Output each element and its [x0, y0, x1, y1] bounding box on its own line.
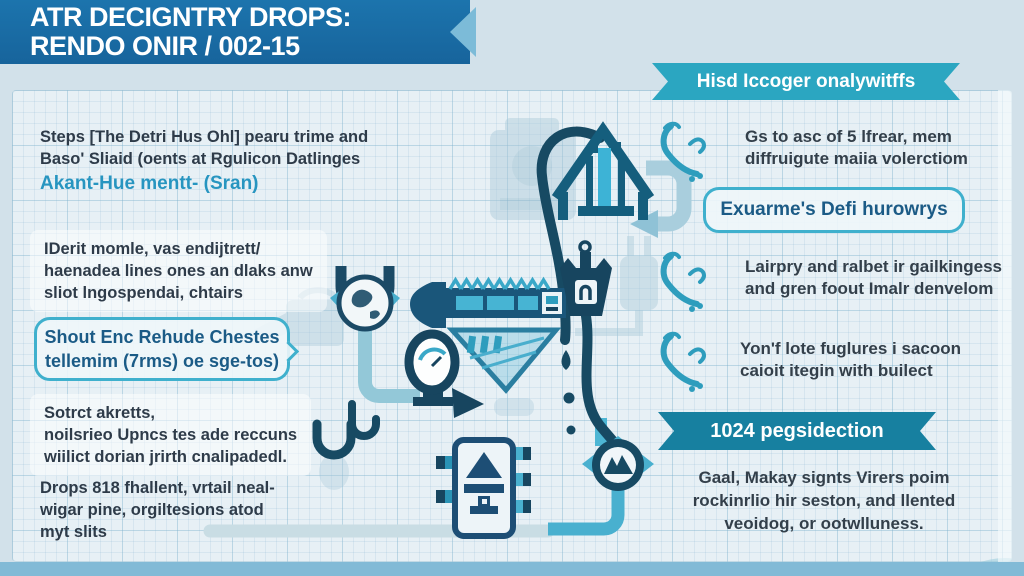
page-title-line1: ATR DECIGNTRY DROPS: [30, 2, 352, 32]
text-line: haenadea lines ones an dlaks anw [44, 262, 313, 280]
text-line: Yon'f lote fuglures i sacoon [740, 339, 961, 358]
callout-line: tellemim (7rms) oe sge-tos) [44, 351, 280, 371]
text-line-highlight: Akant-Hue mentt- (Sran) [40, 173, 259, 194]
right-item-4: Gaal, Makay signts Virers poim rockinrli… [668, 466, 980, 535]
text-line: Gaal, Makay signts Virers poim [698, 468, 950, 487]
text-line: Drops 818 fhallent, vrtail neal- [40, 479, 275, 497]
left-callout-box: Shout Enc Rehude Chestes tellemim (7rms)… [34, 317, 300, 381]
right-ribbon-label: 1024 pegsidection [710, 419, 884, 442]
top-ribbon-label: Hisd Iccoger onalywitffs [696, 70, 916, 92]
text-line: caioit itegin with builect [740, 361, 933, 380]
text-line: rockinrlio hir seston, and llented [692, 491, 956, 510]
left-block-1: Steps [The Detri Hus Ohl] pearu trime an… [40, 126, 368, 195]
text-line: diffruigute maiia volerctiom [745, 149, 968, 168]
bottom-band [0, 562, 1024, 576]
text-line: Gs to asc of 5 lfrear, mem [745, 127, 952, 146]
text-line: wiilict dorian jrirth cnalipadedl. [44, 448, 287, 466]
text-line: Baso' Sliaid (oents at Rgulicon Datlinge… [40, 150, 361, 168]
title-banner: ATR DECIGNTRY DROPS: RENDO ONIR / 002-15 [0, 0, 476, 64]
left-block-4: Drops 818 fhallent, vrtail neal- wigar p… [40, 477, 275, 543]
right-item-3: Yon'f lote fuglures i sacoon caioit iteg… [740, 338, 961, 382]
text-line: wigar pine, orgiltesions atod [40, 501, 264, 519]
text-line: Sotrct akretts, [44, 404, 155, 422]
text-line: and gren foout Imalr denvelom [745, 279, 994, 298]
hand-reaching-icon [660, 121, 706, 182]
text-line: IDerit momle, vas endijtrett/ [44, 240, 261, 258]
page-title-line2: RENDO ONIR / 002-15 [30, 31, 300, 61]
hand-reaching-icon [660, 331, 706, 392]
callout-line: Exuarme's Defi hurowrys [720, 199, 948, 220]
grid-panel [12, 90, 1012, 562]
text-line: Steps [The Detri Hus Ohl] pearu trime an… [40, 128, 369, 146]
text-line: sliot lngospendai, chtairs [44, 284, 243, 302]
callout-line: Shout Enc Rehude Chestes [44, 327, 280, 347]
text-line: myt slits [40, 523, 107, 541]
top-right-ribbon: Hisd Iccoger onalywitffs [652, 63, 960, 100]
panel-edge-strip [998, 90, 1012, 562]
right-item-1: Gs to asc of 5 lfrear, mem diffruigute m… [745, 126, 968, 170]
hand-reaching-icon [660, 251, 706, 312]
right-item-2: Lairpry and ralbet ir gailkingess and gr… [745, 256, 1002, 300]
text-line: Lairpry and ralbet ir gailkingess [745, 257, 1002, 276]
right-ribbon: 1024 pegsidection [658, 412, 936, 450]
left-block-2: IDerit momle, vas endijtrett/ haenadea l… [30, 230, 327, 312]
right-callout-box: Exuarme's Defi hurowrys [703, 187, 965, 233]
text-line: noilsrieo Upncs tes ade reccuns [44, 426, 298, 444]
text-line: veoidog, or ootwlluness. [724, 514, 924, 533]
left-block-3: Sotrct akretts, noilsrieo Upncs tes ade … [30, 394, 312, 476]
